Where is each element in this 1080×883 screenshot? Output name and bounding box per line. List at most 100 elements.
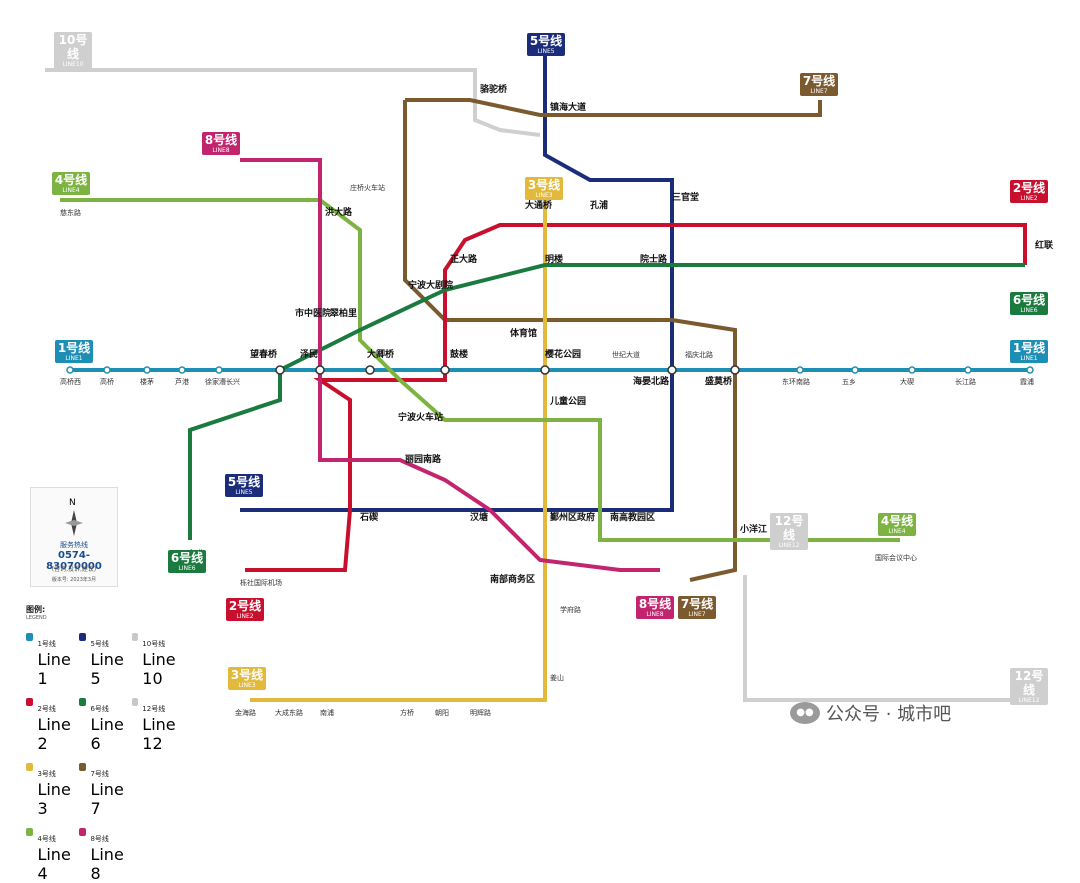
station-cuibolu[interactable]: 翠柏里 xyxy=(330,307,357,319)
legend-label: 8号线 xyxy=(90,835,108,843)
station-zhuangqiao-hcz[interactable]: 庄桥火车站 xyxy=(350,183,385,192)
line12-en: LINE12 xyxy=(770,542,808,549)
station-nanbushangwuqu[interactable]: 南部商务区 xyxy=(490,573,535,585)
station-tiyu-guan[interactable]: 体育馆 xyxy=(510,327,537,339)
station-yinghuagongyuan[interactable]: 樱花公园 xyxy=(544,348,581,360)
legend-swatch xyxy=(26,698,33,706)
station-yinzhou-zhengfu[interactable]: 鄞州区政府 xyxy=(550,511,595,523)
station-sanguantang[interactable]: 三官堂 xyxy=(672,191,699,203)
legend-item: 4号线Line 4 xyxy=(26,826,79,883)
station-xujiaduchangxing[interactable]: 徐家漕长兴 xyxy=(205,377,240,386)
station-donghuannanlu[interactable]: 东环南路 xyxy=(782,377,810,386)
station-shengmoqiao[interactable]: 盛莫桥 xyxy=(705,375,733,387)
station-honglian[interactable]: 红联 xyxy=(1035,239,1054,251)
station-haiyanbeilu[interactable]: 海晏北路 xyxy=(633,375,670,387)
legend-label-en: Line 10 xyxy=(142,650,175,688)
station-dachenglu[interactable]: 大成东路 xyxy=(275,708,303,717)
line2-label-left: 2号线 xyxy=(229,599,261,613)
line12-label: 12号线 xyxy=(775,514,804,542)
station-ningbo-dajuyuan[interactable]: 宁波大剧院 xyxy=(408,279,453,291)
station-gaoqiaoxi[interactable]: 高桥西 xyxy=(60,377,81,386)
line2-label: 2号线 xyxy=(1013,181,1045,195)
station-guojihuizhan[interactable]: 国际会议中心 xyxy=(875,553,917,562)
line6-en-left: LINE6 xyxy=(168,565,206,572)
line6-label: 6号线 xyxy=(1013,293,1045,307)
legend-swatch xyxy=(132,698,138,706)
legend-item: 10号线Line 10 xyxy=(132,631,185,688)
line6-badge-right: 6号线 LINE6 xyxy=(1010,292,1048,315)
station-luzhu[interactable]: 芦港 xyxy=(175,377,189,386)
station-hongdalu[interactable]: 洪大路 xyxy=(325,206,353,218)
station-gaoqiao[interactable]: 高桥 xyxy=(100,377,114,386)
line4-en-right: LINE4 xyxy=(878,528,916,535)
station-zhenhaidadao[interactable]: 镇海大道 xyxy=(550,101,586,113)
station-nanpu[interactable]: 南浦 xyxy=(320,708,334,717)
station-kongpu[interactable]: 孔浦 xyxy=(590,199,608,211)
line3-en-bottom: LINE3 xyxy=(228,682,266,689)
legend-title: 图例: xyxy=(26,604,196,615)
legend-label: 5号线 xyxy=(90,640,108,648)
station-mingshu[interactable]: 明楼 xyxy=(545,253,563,265)
line12-path xyxy=(745,575,1040,700)
station-nangaojiao[interactable]: 南高教园区 xyxy=(610,511,655,523)
line3-label-bottom: 3号线 xyxy=(231,668,263,682)
station-zemin[interactable]: 泽民 xyxy=(300,348,318,360)
station-jiangxiangtang[interactable]: 汉塘 xyxy=(470,511,488,523)
line6-label-left: 6号线 xyxy=(171,551,203,565)
station-wuxiang[interactable]: 五乡 xyxy=(842,378,856,386)
station-shijilu[interactable]: 世纪大道 xyxy=(612,350,640,359)
station-shimin-guangchang[interactable]: 市中医院 xyxy=(295,307,331,319)
station-zhengdalu[interactable]: 正大路 xyxy=(450,253,478,265)
station-lishanlu[interactable]: 丽园南路 xyxy=(405,453,442,465)
line8-label-bottom: 8号线 xyxy=(639,597,671,611)
station-xiaoyangjiang[interactable]: 小洋江 xyxy=(739,523,767,535)
station-shipu[interactable]: 石碶 xyxy=(359,511,379,523)
line12-label-bottom: 12号线 xyxy=(1015,669,1044,697)
legend-label: 1号线 xyxy=(37,640,55,648)
line5-label-left: 5号线 xyxy=(228,475,260,489)
line1-en-right: LINE1 xyxy=(1010,355,1048,362)
station-mingyang[interactable]: 明辉路 xyxy=(470,708,491,717)
line7-label: 7号线 xyxy=(803,74,835,88)
compass-icon xyxy=(65,510,83,536)
legend-label-en: Line 8 xyxy=(90,845,123,883)
station-dazhaqiao[interactable]: 大卿桥 xyxy=(367,348,395,360)
station-xuefulu[interactable]: 学府路 xyxy=(560,605,581,614)
legend-item xyxy=(132,826,185,883)
station-jiangshan[interactable]: 姜山 xyxy=(550,673,564,682)
station-wangchunqiao[interactable]: 望春桥 xyxy=(250,348,278,360)
station-line4-west[interactable]: 慈东路 xyxy=(60,208,81,217)
line4-badge-left: 4号线 LINE4 xyxy=(52,172,90,195)
line5-badge-top: 5号线 LINE5 xyxy=(527,33,565,56)
legend-label-en: Line 7 xyxy=(90,780,123,818)
station-ningbo-hcz[interactable]: 宁波火车站 xyxy=(398,411,443,423)
station-xiapu[interactable]: 霞浦 xyxy=(1020,377,1034,386)
station-louxu[interactable]: 楼茅 xyxy=(140,377,154,386)
station-fuqingbeilu[interactable]: 福庆北路 xyxy=(685,350,713,359)
station-gulou[interactable]: 鼓楼 xyxy=(450,348,468,360)
station-chaoyang[interactable]: 朝阳 xyxy=(435,708,449,717)
station-yuanshilu[interactable]: 院士路 xyxy=(640,253,668,265)
legend-item: 7号线Line 7 xyxy=(79,761,132,818)
station-changjianglu[interactable]: 长江路 xyxy=(955,377,976,386)
legend-item: 8号线 Line 8 xyxy=(79,826,132,883)
legend-label: 12号线 xyxy=(142,705,165,713)
legend-swatch xyxy=(79,698,86,706)
station-jinhailu[interactable]: 金海路 xyxy=(235,708,256,717)
line1-badge-left: 1号线 LINE1 xyxy=(55,340,93,363)
line8-label: 8号线 xyxy=(205,133,237,147)
legend-item: 2号线Line 2 xyxy=(26,696,79,753)
line3-badge-top: 3号线 LINE3 xyxy=(525,177,563,200)
line4-label: 4号线 xyxy=(55,173,87,187)
station-dasheqiao[interactable]: 大通桥 xyxy=(525,199,553,211)
line2-badge-left: 2号线 LINE2 xyxy=(226,598,264,621)
line1-en: LINE1 xyxy=(55,355,93,362)
station-fangqiao[interactable]: 方桥 xyxy=(400,708,414,717)
line1-badge-right: 1号线 LINE1 xyxy=(1010,340,1048,363)
legend-swatch xyxy=(26,763,33,771)
station-ertongyuan[interactable]: 儿童公园 xyxy=(549,395,586,407)
station-dajiao[interactable]: 大碶 xyxy=(900,377,914,386)
station-lishe[interactable]: 栎社国际机场 xyxy=(240,578,282,587)
station-luotuo[interactable]: 骆驼桥 xyxy=(480,83,508,95)
